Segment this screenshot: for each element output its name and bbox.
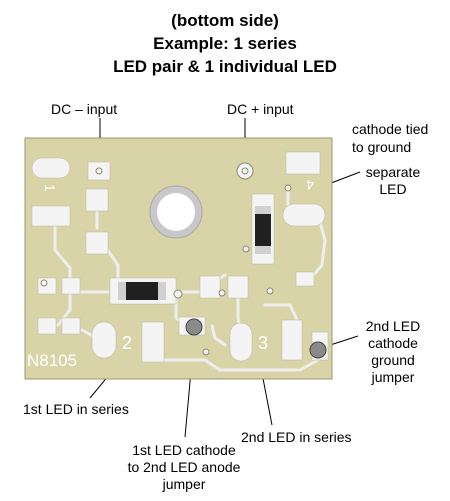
pad-right-bottom <box>281 319 303 361</box>
resistor-mid <box>118 282 166 300</box>
title-line-1: (bottom side) <box>171 11 279 30</box>
pad-mid-1 <box>199 275 221 299</box>
pcb-board <box>24 137 333 380</box>
pad-small-left-4 <box>61 317 81 335</box>
via-mid-3 <box>266 287 274 295</box>
resistor-right <box>255 206 271 254</box>
pad-oval-bottom-mid <box>229 322 253 362</box>
pad-small-left-1 <box>37 277 57 295</box>
label-cathode-1: cathode tied <box>352 121 429 137</box>
silk-4: 4 <box>306 177 314 193</box>
title-line-3: LED pair & 1 individual LED <box>113 57 337 76</box>
label-second-series: 2nd LED in series <box>241 429 352 445</box>
silk-3: 3 <box>258 333 268 353</box>
via-mid-2 <box>218 289 226 297</box>
label-ground-4: jumper <box>371 369 415 385</box>
silk-part-number: N8105 <box>27 351 77 370</box>
jumper-solder-blob <box>185 318 203 336</box>
pad-series-1 <box>141 321 165 363</box>
led-hole <box>157 193 195 231</box>
via-bottom-1 <box>202 348 210 356</box>
title-line-2: Example: 1 series <box>153 34 297 53</box>
silk-2: 2 <box>122 333 132 353</box>
pad-small-left-2 <box>61 277 81 295</box>
via-dc-minus <box>95 167 103 175</box>
via-mid-1 <box>173 289 183 299</box>
label-separate-2: LED <box>379 181 407 197</box>
silk-1: 1 <box>42 184 58 192</box>
label-first-series: 1st LED in series <box>23 401 129 417</box>
label-ground-1: 2nd LED <box>365 318 421 334</box>
label-ground-2: cathode <box>368 335 418 351</box>
pad-oval-right <box>282 203 326 227</box>
pad-oval-top-left <box>31 157 71 179</box>
pad-left-mid <box>85 188 109 212</box>
pad-left-lower <box>85 231 109 255</box>
label-dc-minus: DC – input <box>51 101 118 117</box>
pad-oval-bottom-left <box>91 321 117 359</box>
pad-top-right <box>285 151 321 175</box>
pad-small-left-3 <box>37 317 57 335</box>
label-jumper-2: to 2nd LED anode <box>127 459 241 475</box>
via-right-1 <box>242 245 250 253</box>
label-ground-3: ground <box>371 352 415 368</box>
ground-solder-blob <box>309 341 327 359</box>
label-dc-plus: DC + input <box>227 101 294 117</box>
label-jumper-1: 1st LED cathode <box>132 442 236 458</box>
label-cathode-2: to ground <box>352 139 412 155</box>
silkscreen: N8105 2 3 4 1 <box>27 177 314 370</box>
vias <box>40 162 292 356</box>
via-right-2 <box>284 184 292 192</box>
pad-top-left-rect <box>31 205 71 227</box>
pad-small-right <box>295 271 315 287</box>
pad-mid-2 <box>227 275 249 299</box>
via-left-1 <box>40 279 48 287</box>
via-dc-plus <box>241 167 249 175</box>
label-separate-1: separate <box>365 164 421 180</box>
label-jumper-3: jumper <box>162 476 206 492</box>
